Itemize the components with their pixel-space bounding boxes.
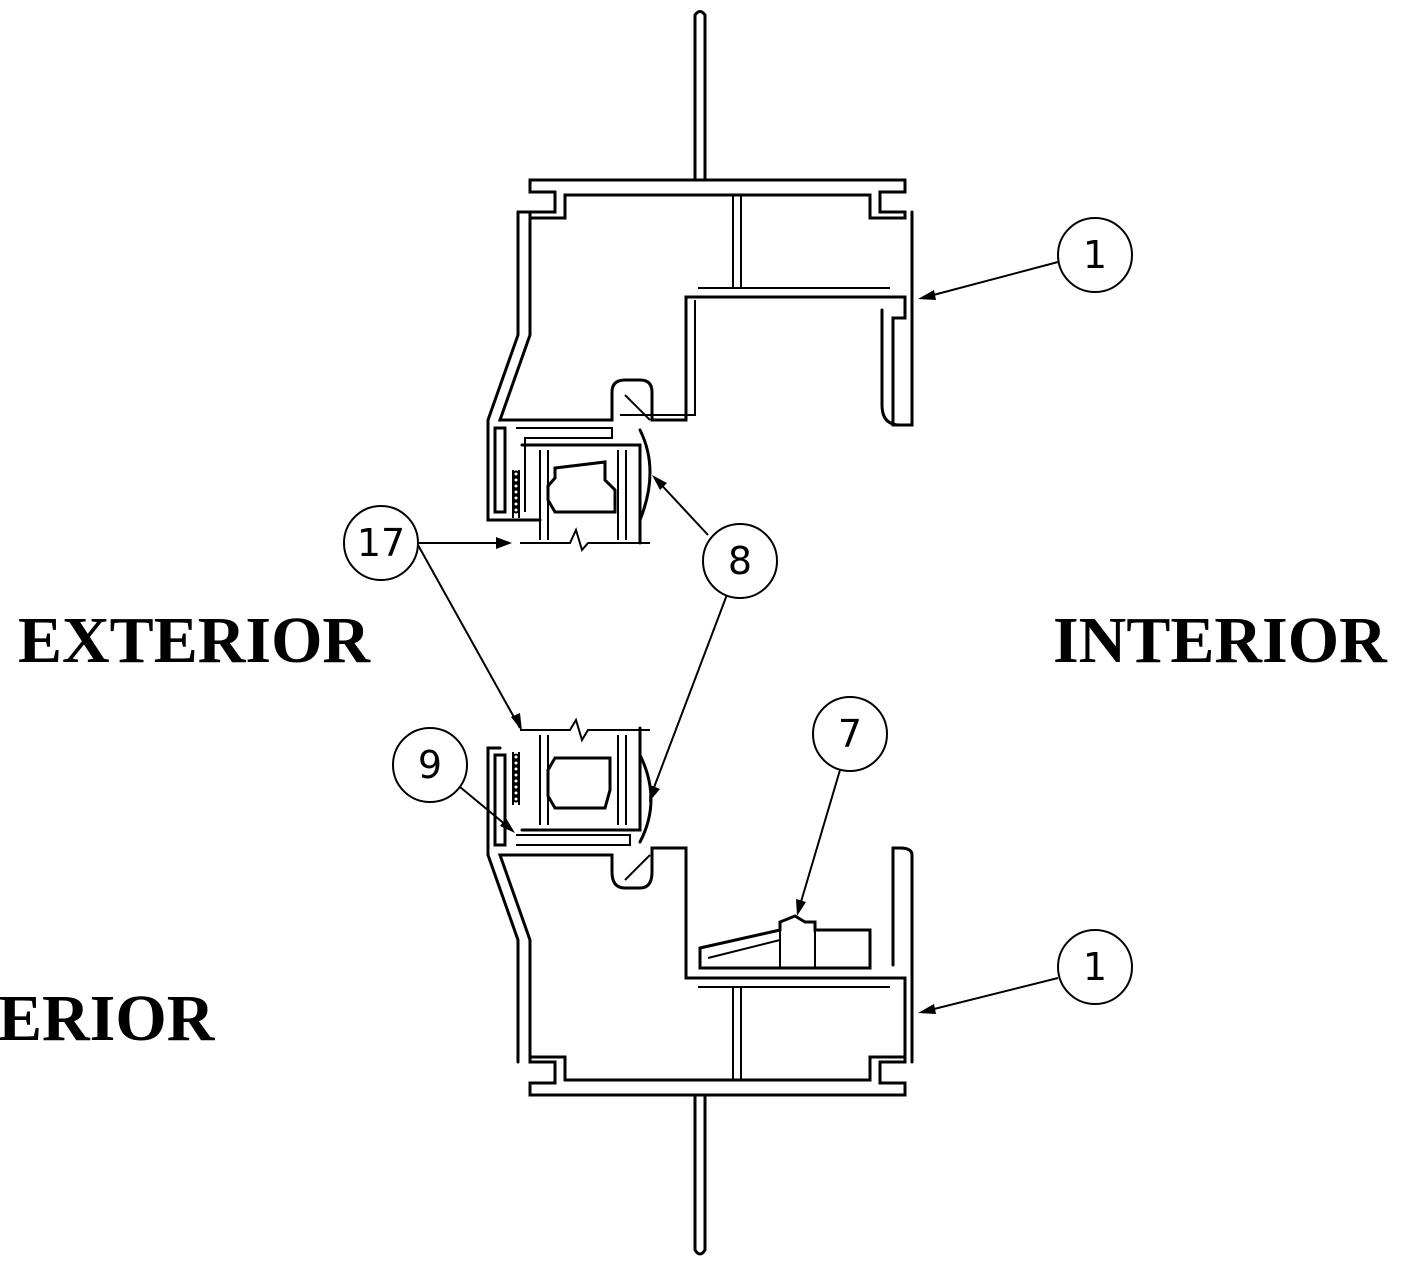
- callout-9: 9: [392, 727, 468, 803]
- arrowhead: [796, 899, 806, 916]
- bottom-glazing-tape-dots: [512, 753, 520, 803]
- arrowhead: [496, 537, 512, 549]
- top-glazing-assembly: [512, 394, 652, 553]
- arrowhead: [652, 475, 667, 490]
- leader-1-top: [921, 261, 1059, 299]
- callout-7-text: 7: [838, 712, 862, 756]
- callout-1-top-text: 1: [1083, 233, 1107, 277]
- leader-7: [797, 769, 841, 913]
- top-glazing-tape-dots: [512, 470, 520, 514]
- arrowhead: [649, 785, 660, 802]
- bottom-glazing-assembly: [512, 717, 872, 970]
- callout-1-bottom: 1: [1057, 929, 1133, 1005]
- interior-label: INTERIOR: [1053, 604, 1388, 677]
- arrowhead: [918, 290, 936, 300]
- exterior-label-partial: ERIOR: [0, 982, 216, 1055]
- callout-17: 17: [343, 505, 419, 581]
- callout-17-text: 17: [357, 521, 405, 565]
- arrowhead: [500, 818, 515, 833]
- leader-17-lower: [417, 544, 521, 729]
- exterior-label: EXTERIOR: [18, 604, 371, 677]
- callout-1-top: 1: [1057, 217, 1133, 293]
- callout-7: 7: [812, 696, 888, 772]
- callout-9-text: 9: [418, 743, 442, 787]
- callout-8: 8: [702, 523, 778, 599]
- arrowhead: [918, 1004, 936, 1014]
- bottom-frame-profile: [486, 746, 914, 1256]
- top-frame-profile: [486, 10, 914, 522]
- leader-8-upper: [654, 477, 709, 536]
- callout-8-text: 8: [728, 539, 752, 583]
- leader-8-lower: [649, 591, 729, 799]
- callout-1-bottom-text: 1: [1083, 945, 1107, 989]
- arrowhead: [511, 713, 522, 731]
- leader-lines: [417, 261, 1059, 1014]
- leader-1-bottom: [921, 977, 1059, 1013]
